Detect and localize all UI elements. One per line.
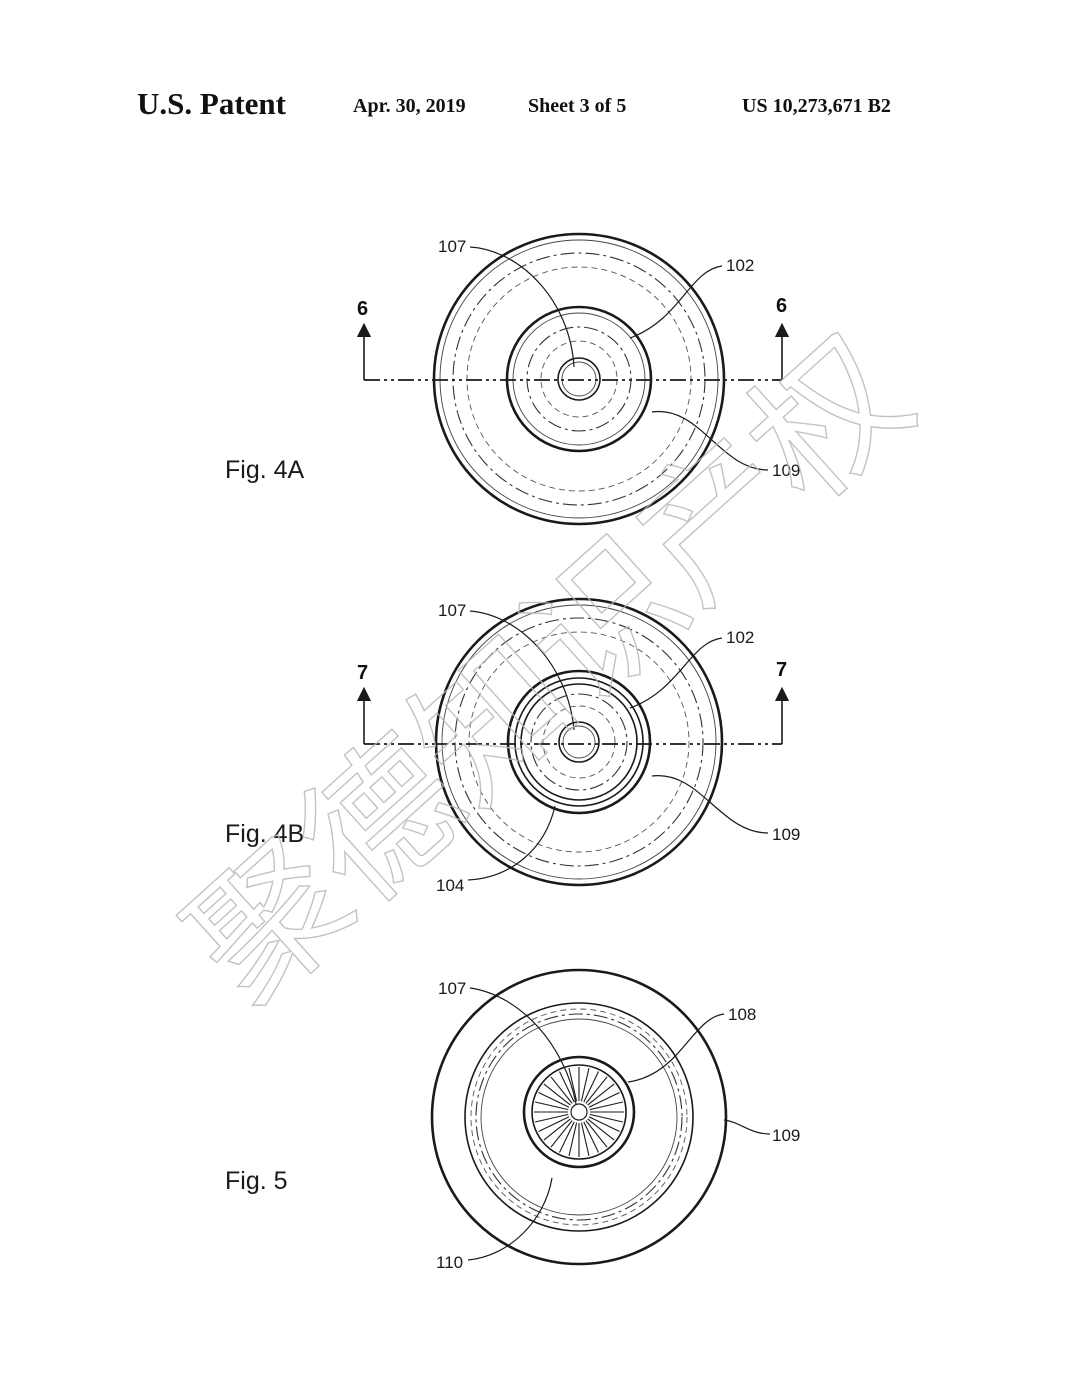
- lens-dash-ring: [526, 326, 632, 432]
- optic-spoke: [589, 1101, 624, 1111]
- optic-spoke: [585, 1076, 608, 1104]
- optic-spoke: [583, 1121, 599, 1153]
- optic-spoke: [559, 1071, 575, 1103]
- leader-109: [651, 775, 769, 834]
- ref-104: 104: [436, 876, 464, 895]
- leader-107: [469, 246, 575, 368]
- outer-dash-ring-2: [466, 266, 692, 492]
- section-label-left: 6: [357, 298, 368, 320]
- outer-dash-ring-2: [468, 631, 690, 853]
- optic-spoke: [538, 1092, 570, 1108]
- patent-date: Apr. 30, 2019: [353, 95, 466, 117]
- optic-spoke: [559, 1121, 575, 1153]
- ref-109: 109: [772, 825, 800, 844]
- optic-inner-ring: [531, 1064, 627, 1160]
- outer-ring-109: [432, 232, 726, 526]
- ref-109: 109: [772, 461, 800, 480]
- optic-spoke: [543, 1083, 571, 1106]
- leader-104: [467, 805, 556, 881]
- ref-107: 107: [438, 979, 466, 998]
- patent-header: U.S. Patent Apr. 30, 2019 Sheet 3 of 5 U…: [0, 84, 1080, 124]
- center-aperture-107: [557, 357, 601, 401]
- lens-dash-ring-2: [540, 340, 618, 418]
- optic-spoke: [538, 1116, 570, 1132]
- optic-spoke: [587, 1118, 615, 1141]
- center-aperture-107: [558, 721, 600, 763]
- patent-number: US 10,273,671 B2: [742, 95, 891, 117]
- lens-body-102: [505, 305, 653, 453]
- figure-label-5: Fig. 5: [225, 1167, 288, 1195]
- patent-title: U.S. Patent: [137, 86, 286, 121]
- leader-109: [723, 1119, 771, 1135]
- figure-4b: 7 7 107 102 109 104 Fig. 4B: [225, 597, 800, 895]
- section-label-right: 7: [776, 659, 787, 681]
- support-dash-ring: [470, 1008, 688, 1226]
- leader-102: [629, 637, 723, 709]
- optic-spoke: [580, 1122, 590, 1157]
- lens-body-102: [520, 683, 638, 801]
- outer-ring-inner-edge: [439, 239, 719, 519]
- optic-spoke: [587, 1083, 615, 1106]
- optic-spoke: [568, 1122, 578, 1157]
- sheet-number: Sheet 3 of 5: [528, 95, 627, 117]
- center-aperture-107: [570, 1103, 588, 1121]
- optic-spoke: [550, 1076, 573, 1104]
- ref-107: 107: [438, 237, 466, 256]
- leader-107: [469, 987, 577, 1105]
- outer-dash-ring: [452, 252, 706, 506]
- lens-ring-2: [514, 677, 644, 807]
- figure-4a: 6 6 107 102 109 Fig. 4A: [225, 232, 800, 526]
- ref-108: 108: [728, 1005, 756, 1024]
- outer-ring-109: [434, 597, 724, 887]
- center-aperture-inner: [562, 725, 596, 759]
- optic-108: [522, 1055, 636, 1169]
- optic-spoke: [543, 1118, 571, 1141]
- leader-102: [629, 265, 723, 339]
- optic-spoke: [580, 1067, 590, 1102]
- optic-spoke: [583, 1071, 599, 1103]
- watermark-text: 聚德知识产权: [158, 305, 943, 1037]
- optic-spoke: [534, 1113, 569, 1123]
- section-label-right: 6: [776, 295, 787, 317]
- optic-spoke: [589, 1113, 624, 1123]
- lens-inner-edge: [512, 312, 646, 446]
- figure-label-4b: Fig. 4B: [225, 820, 304, 848]
- leader-110: [467, 1177, 553, 1261]
- lens-body-104: [506, 669, 652, 815]
- figure-5: 107 108 109 110 Fig. 5: [225, 968, 800, 1272]
- outer-dash-ring: [454, 617, 704, 867]
- optic-spoke: [550, 1120, 573, 1148]
- leader-107: [469, 610, 575, 731]
- support-ring-110: [464, 1002, 694, 1232]
- ref-110: 110: [436, 1253, 463, 1272]
- optic-spoke: [534, 1101, 569, 1111]
- optic-spokes: [534, 1067, 624, 1157]
- outer-ring-109: [430, 968, 728, 1266]
- optic-spoke: [588, 1092, 620, 1108]
- ref-102: 102: [726, 256, 754, 275]
- support-inner-edge: [480, 1018, 678, 1216]
- support-dash-ring-2: [475, 1013, 683, 1221]
- optic-spoke: [588, 1116, 620, 1132]
- center-aperture-inner: [561, 361, 597, 397]
- optic-spoke: [568, 1067, 578, 1102]
- section-label-left: 7: [357, 662, 368, 684]
- optic-spoke: [585, 1120, 608, 1148]
- outer-ring-inner-edge: [441, 604, 717, 880]
- leader-109: [651, 411, 769, 471]
- figure-label-4a: Fig. 4A: [225, 456, 305, 484]
- lens-dash-ring-2: [542, 705, 616, 779]
- ref-109: 109: [772, 1126, 800, 1145]
- leader-108: [627, 1013, 725, 1083]
- lens-dash-ring: [530, 693, 628, 791]
- ref-102: 102: [726, 628, 754, 647]
- ref-107: 107: [438, 601, 466, 620]
